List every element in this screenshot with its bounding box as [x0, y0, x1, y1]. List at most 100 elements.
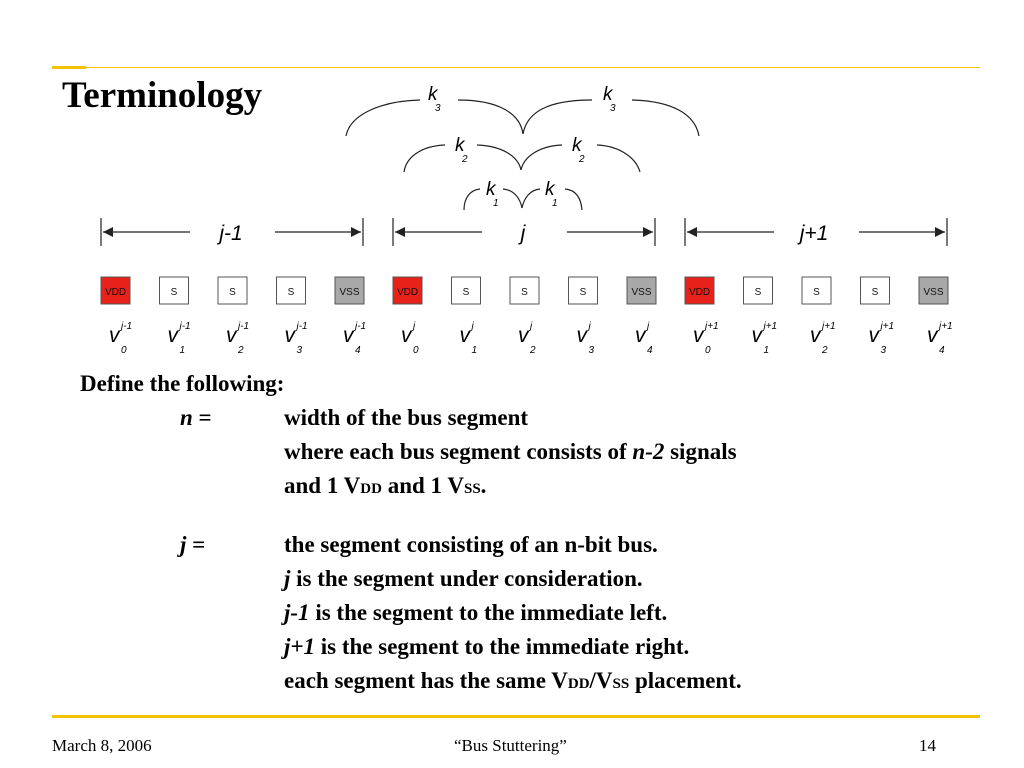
bus-cell-s: S: [860, 276, 890, 305]
signal-symbol: v: [752, 324, 764, 347]
k1-right-label: k: [545, 179, 556, 200]
n-definition-line-3: and 1 VDD and 1 VSS.: [284, 474, 486, 497]
signal-symbol: v: [343, 324, 355, 347]
j-line-2-variable: j: [284, 566, 291, 591]
bus-cell-label: S: [755, 287, 762, 298]
signal-subscript: 0: [705, 345, 711, 356]
bus-cell-s: S: [276, 276, 306, 305]
k2-right-label: k: [572, 135, 583, 156]
bus-cell-s: S: [743, 276, 773, 305]
footer-page-number: 14: [919, 736, 936, 755]
j-line-3-variable: j-1: [284, 600, 310, 625]
n-definition-line-2: where each bus segment consists of n-2 s…: [284, 440, 737, 463]
brace-k3: k 3 k 3: [345, 84, 700, 137]
signal-subscript: 3: [589, 345, 595, 356]
bus-cell-s: S: [451, 276, 481, 305]
k1-right-subscript: 1: [552, 198, 558, 209]
signal-symbol: v: [927, 324, 939, 347]
segment-arrow-j: j: [392, 218, 656, 246]
top-rule: [52, 67, 980, 68]
bus-cell-s: S: [509, 276, 540, 305]
bus-cell-s: S: [217, 276, 248, 305]
signal-symbol: v: [810, 324, 822, 347]
j-definition-line-1: the segment consisting of an n-bit bus.: [284, 532, 658, 557]
bus-cell-vdd: VDD: [392, 276, 423, 305]
j-equals: =: [186, 532, 206, 557]
k3-right-label: k: [603, 84, 614, 105]
j-definition-line-5: each segment has the same VDD/VSS placem…: [284, 669, 742, 692]
signal-symbol: v: [518, 324, 530, 347]
signal-superscript: j-1: [119, 321, 132, 332]
signal-symbol: v: [285, 324, 297, 347]
k2-left-subscript: 2: [461, 154, 468, 165]
signal-symbol: v: [401, 324, 413, 347]
bus-cell-label: VSS: [923, 287, 943, 298]
n-term: n =: [180, 406, 212, 429]
k2-right-subscript: 2: [578, 154, 585, 165]
j-definition-line-4: j+1 is the segment to the immediate righ…: [284, 635, 689, 658]
segment-label-j-minus-1: j-1: [216, 222, 242, 245]
bus-cell-label: S: [521, 287, 528, 298]
signal-superscript: j: [587, 321, 592, 332]
j-line-5-b: /V: [589, 668, 613, 693]
j-line-2-text: is the segment under consideration.: [290, 566, 643, 591]
signal-subscript: 2: [237, 345, 244, 356]
signal-subscript: 4: [939, 345, 945, 356]
j-line-5-ss: SS: [612, 676, 630, 692]
k1-left-label: k: [486, 179, 497, 200]
j-line-4-variable: j+1: [284, 634, 315, 659]
signal-symbol: v: [693, 324, 705, 347]
bus-cell-vss: VSS: [626, 276, 657, 305]
bottom-rule: [52, 715, 980, 718]
signal-symbol: v: [109, 324, 121, 347]
j-line-5-dd: DD: [567, 676, 590, 692]
bus-cell-vdd: VDD: [684, 276, 715, 305]
signal-subscript: 2: [529, 345, 536, 356]
signal-symbol: v: [869, 324, 881, 347]
signal-subscript: 0: [413, 345, 419, 356]
slide-title: Terminology: [62, 75, 263, 116]
bus-cell-label: S: [813, 287, 820, 298]
footer-title: “Bus Stuttering”: [454, 736, 567, 755]
signal-subscript: 0: [121, 345, 127, 356]
n-equals: =: [192, 405, 212, 430]
j-line-5-c: placement.: [629, 668, 742, 693]
signal-subscript: 1: [472, 345, 478, 356]
bus-cell-label: S: [229, 287, 236, 298]
j-variable: j: [180, 532, 187, 557]
signal-symbol: v: [577, 324, 589, 347]
signal-superscript: j: [528, 321, 533, 332]
signal-subscript: 1: [764, 345, 770, 356]
signal-subscript: 3: [297, 345, 303, 356]
bus-cell-label: S: [872, 287, 879, 298]
bus-cell-label: VSS: [339, 287, 359, 298]
bus-cell-label: S: [171, 287, 178, 298]
signal-superscript: j: [645, 321, 650, 332]
segment-arrow-j-minus-1: j-1: [100, 218, 364, 246]
footer-date: March 8, 2006: [52, 736, 152, 755]
signal-subscript: 3: [881, 345, 887, 356]
signal-superscript: j+1: [762, 321, 778, 332]
n-line-3-b: and 1 V: [381, 473, 464, 498]
signal-superscript: j: [470, 321, 475, 332]
signal-superscript: j+1: [820, 321, 836, 332]
brace-k2: k 2 k 2: [403, 135, 641, 173]
signal-superscript: j-1: [295, 321, 308, 332]
n-definition-line-1: width of the bus segment: [284, 405, 529, 430]
n-line-3-c: .: [480, 473, 487, 498]
signal-superscript: j-1: [178, 321, 191, 332]
k3-left-subscript: 3: [435, 103, 441, 114]
